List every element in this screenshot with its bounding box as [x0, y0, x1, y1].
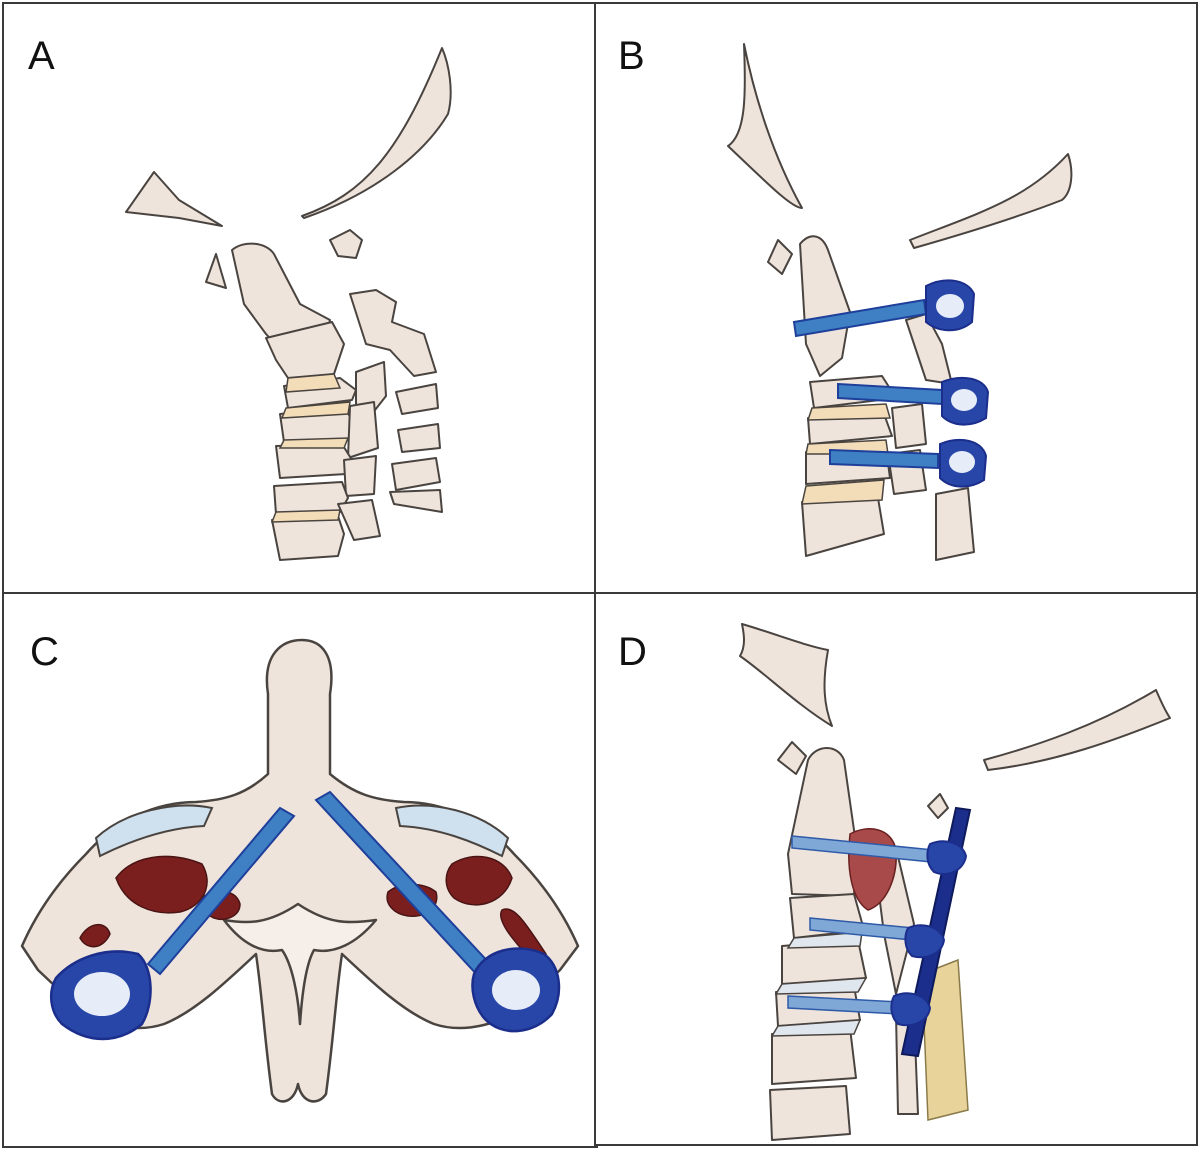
panel-label-d: D [618, 630, 647, 674]
disc-2 [774, 977, 868, 995]
screw-c5 [829, 439, 988, 488]
screw-left [49, 806, 296, 1041]
c2-vertebra [20, 638, 580, 1103]
spinous-c5 [391, 457, 441, 491]
c4-lamina [347, 401, 379, 459]
ligament-graft [921, 958, 969, 1121]
graft-right-1 [445, 855, 513, 906]
panel-a: A [2, 2, 596, 594]
panel-label-b: B [618, 34, 645, 78]
spinous-c3 [395, 383, 439, 415]
panel-c-illustration [20, 638, 580, 1103]
occiput-curve [739, 623, 833, 727]
facet-left [94, 804, 214, 858]
small-fragment-1 [777, 741, 807, 775]
occiput-fragment-left [125, 171, 223, 227]
panel-b: B [594, 2, 1198, 594]
small-fragment-2 [927, 793, 949, 819]
occiput-curve [301, 47, 452, 219]
c2-posterior [349, 289, 437, 377]
c7-body [271, 515, 345, 561]
disc-c2-c3 [285, 373, 342, 393]
c7-posterior [337, 499, 381, 541]
c4-lamina [891, 403, 927, 449]
c5-body [275, 443, 353, 479]
panel-a-illustration [125, 47, 452, 561]
panel-label-a: A [28, 34, 55, 78]
panel-d: D [594, 592, 1198, 1146]
graft-left-1 [115, 855, 208, 914]
screw-head-c5 [890, 992, 932, 1027]
occipital-plate [909, 153, 1073, 249]
disc-1 [806, 403, 891, 421]
spinal-canal [222, 902, 378, 1026]
panel-d-illustration [739, 623, 1171, 1141]
spinous-c4 [397, 423, 441, 453]
disc-3 [801, 479, 885, 505]
screw-head-c2 [926, 840, 968, 875]
c6-body [801, 497, 885, 557]
spinous-c6 [389, 489, 443, 513]
occipital-plate [983, 689, 1171, 771]
c6-body [273, 481, 349, 515]
disc-3 [770, 1019, 862, 1037]
disc-1 [786, 931, 863, 949]
spinous-processes [935, 487, 975, 561]
c5-lamina [343, 455, 377, 497]
occiput-curve [727, 43, 803, 209]
screw-right [314, 790, 561, 1033]
small-fragment [205, 253, 227, 289]
panel-b-illustration [727, 43, 1073, 561]
facet-right [394, 804, 510, 858]
screw-c2 [792, 279, 976, 338]
c2-dens [799, 235, 851, 377]
disc-c3-c4 [280, 401, 351, 419]
disc-c6-c7 [270, 509, 341, 523]
atlas-anterior-arch [329, 229, 363, 259]
c7-body [769, 1085, 851, 1141]
small-fragment [767, 239, 793, 275]
panel-c: C [2, 592, 598, 1148]
artery-left [79, 924, 111, 948]
screw-head-c4 [904, 924, 946, 959]
disc-c4-c5 [278, 437, 350, 449]
panel-label-c: C [30, 630, 59, 674]
screw-c4 [837, 376, 990, 426]
